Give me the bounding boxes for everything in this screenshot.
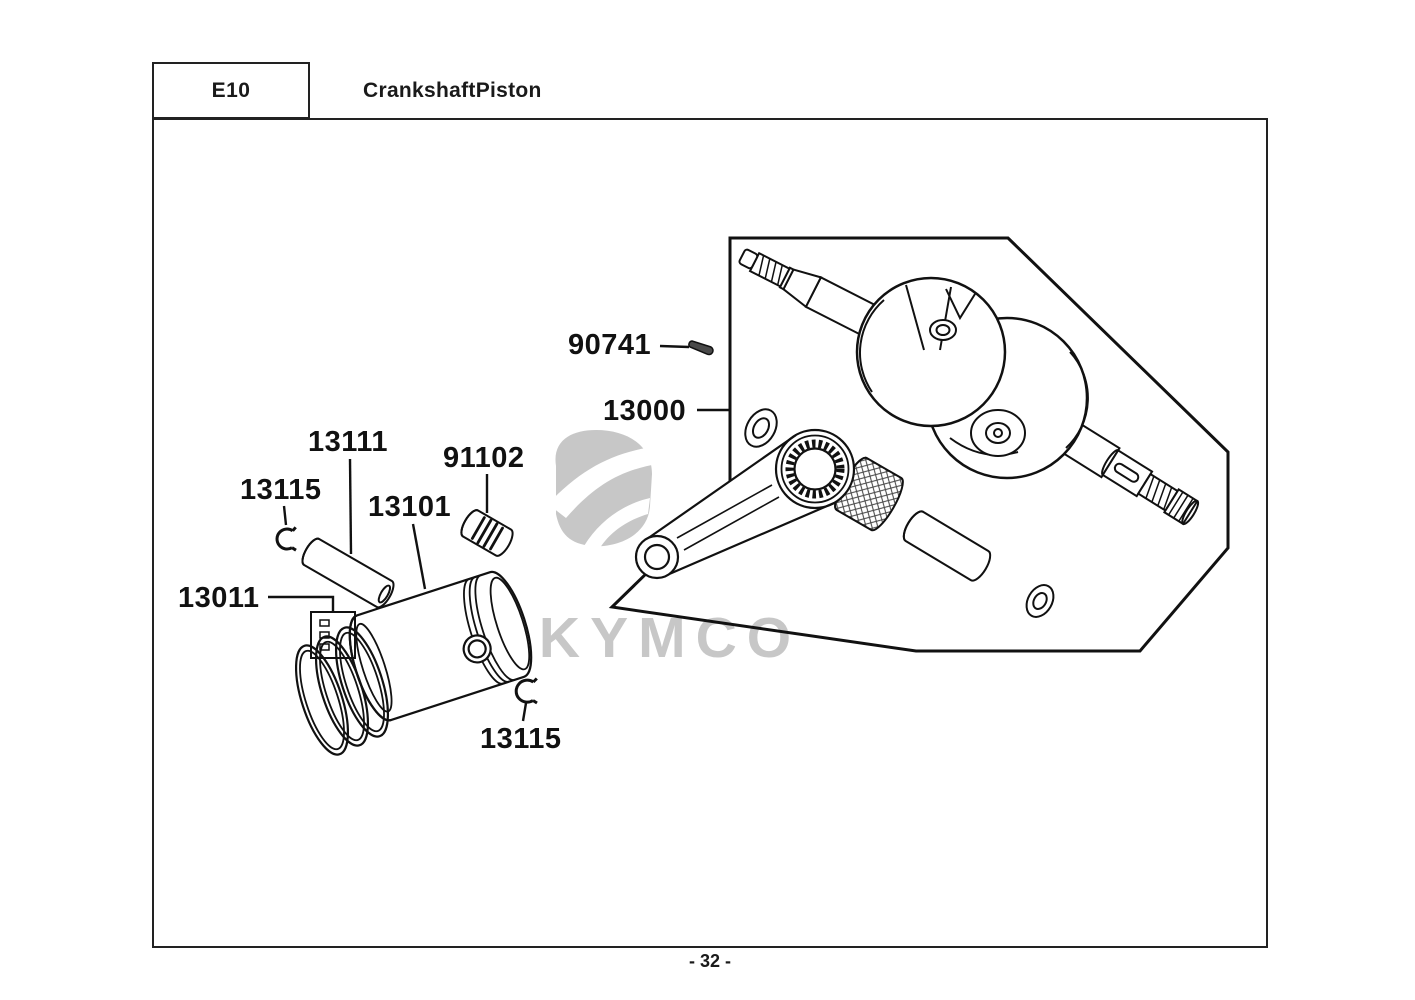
leader-lines [268, 344, 729, 722]
part-label-91102: 91102 [443, 442, 525, 474]
diagram-frame [152, 118, 1268, 948]
section-code-box: E10 [152, 62, 310, 119]
circlip-upper [275, 526, 297, 552]
crankshaft-assembly [738, 248, 1200, 526]
needle-bearing [460, 509, 514, 557]
part-label-90741: 90741 [568, 329, 652, 361]
kymco-watermark-text: KYMCO [539, 606, 801, 670]
kymco-emblem [548, 430, 658, 548]
exploded-parts-diagram: KYMCO [268, 236, 1230, 756]
crank-pin-roller [902, 510, 992, 582]
piston [348, 570, 533, 722]
part-label-13115-upper: 13115 [240, 474, 322, 506]
thrust-washer-right [1025, 584, 1055, 618]
connecting-rod [634, 428, 856, 580]
section-code: E10 [211, 78, 251, 102]
page-title: CrankshaftPiston [363, 79, 542, 102]
page-number: - 32 - [688, 951, 731, 971]
part-label-13101: 13101 [368, 491, 452, 523]
part-label-13115-lower: 13115 [480, 723, 562, 755]
kymco-watermark: KYMCO [539, 430, 801, 670]
thrust-washer-left [744, 408, 778, 448]
crankshaft-left-shaft [738, 248, 878, 337]
piston-pin [301, 537, 395, 609]
crankshaft-right-shaft [1057, 420, 1200, 526]
woodruff-key [688, 340, 714, 356]
circlip-lower [514, 677, 538, 705]
part-label-13000: 13000 [603, 395, 687, 427]
part-label-13011: 13011 [178, 582, 260, 614]
part-label-13111: 13111 [308, 426, 388, 458]
piston-rings [294, 626, 390, 756]
